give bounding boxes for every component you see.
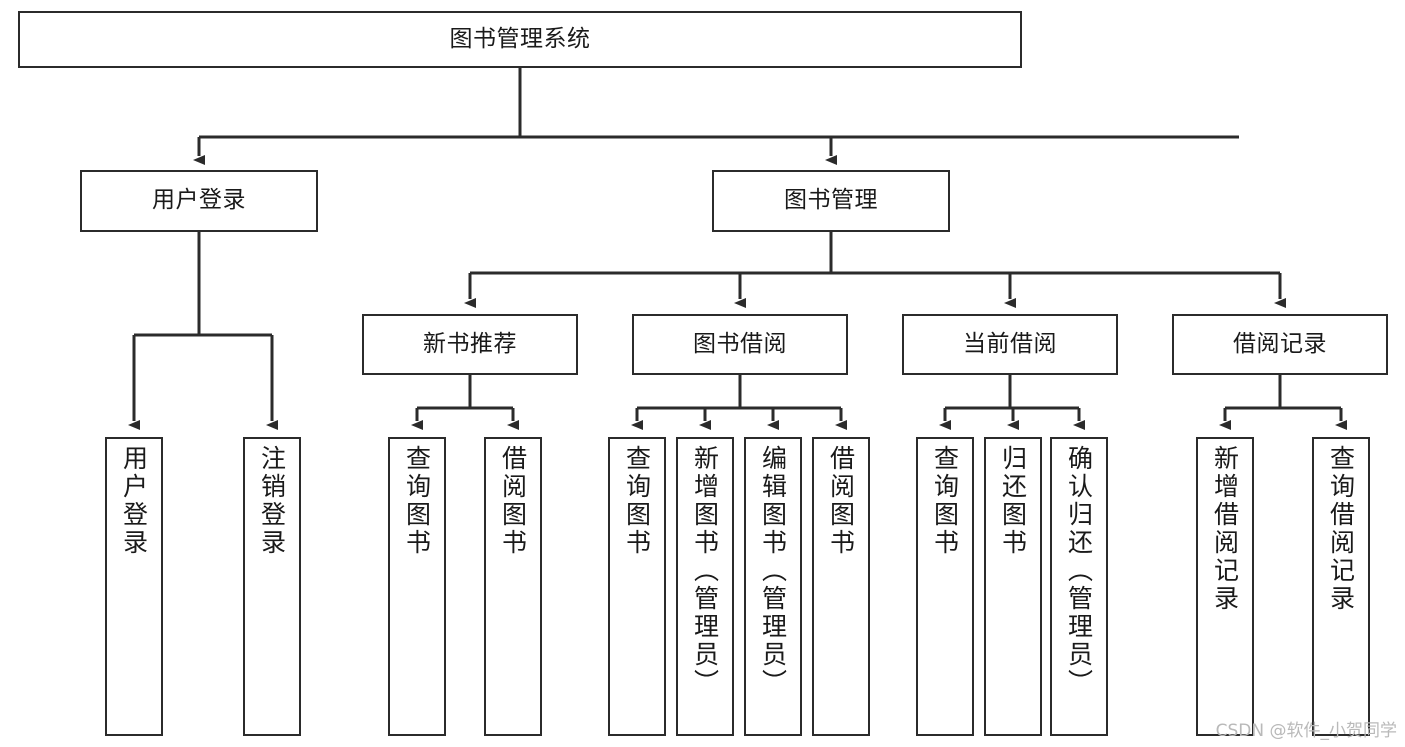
node-book-management-label: 图书管理 (784, 187, 878, 214)
leaf-confirm-return-admin-label: 确认归还（管理员） (1064, 445, 1094, 697)
leaf-query-book-borrow[interactable]: 查询图书 (608, 437, 666, 736)
node-book-borrow-label: 图书借阅 (693, 330, 787, 357)
leaf-edit-book-admin-label: 编辑图书（管理员） (758, 445, 788, 697)
leaf-user-login[interactable]: 用户登录 (105, 437, 163, 736)
leaf-add-borrow-record-label: 新增借阅记录 (1210, 445, 1240, 613)
leaf-logout-label: 注销登录 (257, 445, 287, 557)
leaf-add-borrow-record[interactable]: 新增借阅记录 (1196, 437, 1254, 736)
node-borrow-record[interactable]: 借阅记录 (1172, 314, 1388, 375)
node-current-borrow[interactable]: 当前借阅 (902, 314, 1118, 375)
leaf-query-book-borrow-label: 查询图书 (622, 445, 652, 557)
leaf-query-borrow-record-label: 查询借阅记录 (1326, 445, 1356, 613)
leaf-add-book-admin-label: 新增图书（管理员） (690, 445, 720, 697)
leaf-query-book-recommend-label: 查询图书 (402, 445, 432, 557)
node-root[interactable]: 图书管理系统 (18, 11, 1022, 68)
leaf-return-book[interactable]: 归还图书 (984, 437, 1042, 736)
leaf-logout[interactable]: 注销登录 (243, 437, 301, 736)
leaf-confirm-return-admin[interactable]: 确认归还（管理员） (1050, 437, 1108, 736)
leaf-query-borrow-record[interactable]: 查询借阅记录 (1312, 437, 1370, 736)
leaf-query-book-current-label: 查询图书 (930, 445, 960, 557)
leaf-add-book-admin[interactable]: 新增图书（管理员） (676, 437, 734, 736)
node-root-label: 图书管理系统 (449, 25, 591, 52)
node-new-book-recommend-label: 新书推荐 (423, 330, 517, 357)
node-book-management[interactable]: 图书管理 (712, 170, 950, 232)
node-book-borrow[interactable]: 图书借阅 (632, 314, 848, 375)
leaf-query-book-current[interactable]: 查询图书 (916, 437, 974, 736)
node-new-book-recommend[interactable]: 新书推荐 (362, 314, 578, 375)
leaf-query-book-recommend[interactable]: 查询图书 (388, 437, 446, 736)
leaf-return-book-label: 归还图书 (998, 445, 1028, 557)
leaf-borrow-book-recommend[interactable]: 借阅图书 (484, 437, 542, 736)
node-user-login-label: 用户登录 (152, 187, 246, 214)
node-current-borrow-label: 当前借阅 (963, 330, 1057, 357)
leaf-edit-book-admin[interactable]: 编辑图书（管理员） (744, 437, 802, 736)
leaf-user-login-label: 用户登录 (119, 445, 149, 557)
leaf-borrow-book-recommend-label: 借阅图书 (498, 445, 528, 557)
node-user-login[interactable]: 用户登录 (80, 170, 318, 232)
leaf-borrow-book-label: 借阅图书 (826, 445, 856, 557)
leaf-borrow-book[interactable]: 借阅图书 (812, 437, 870, 736)
node-borrow-record-label: 借阅记录 (1233, 330, 1327, 357)
